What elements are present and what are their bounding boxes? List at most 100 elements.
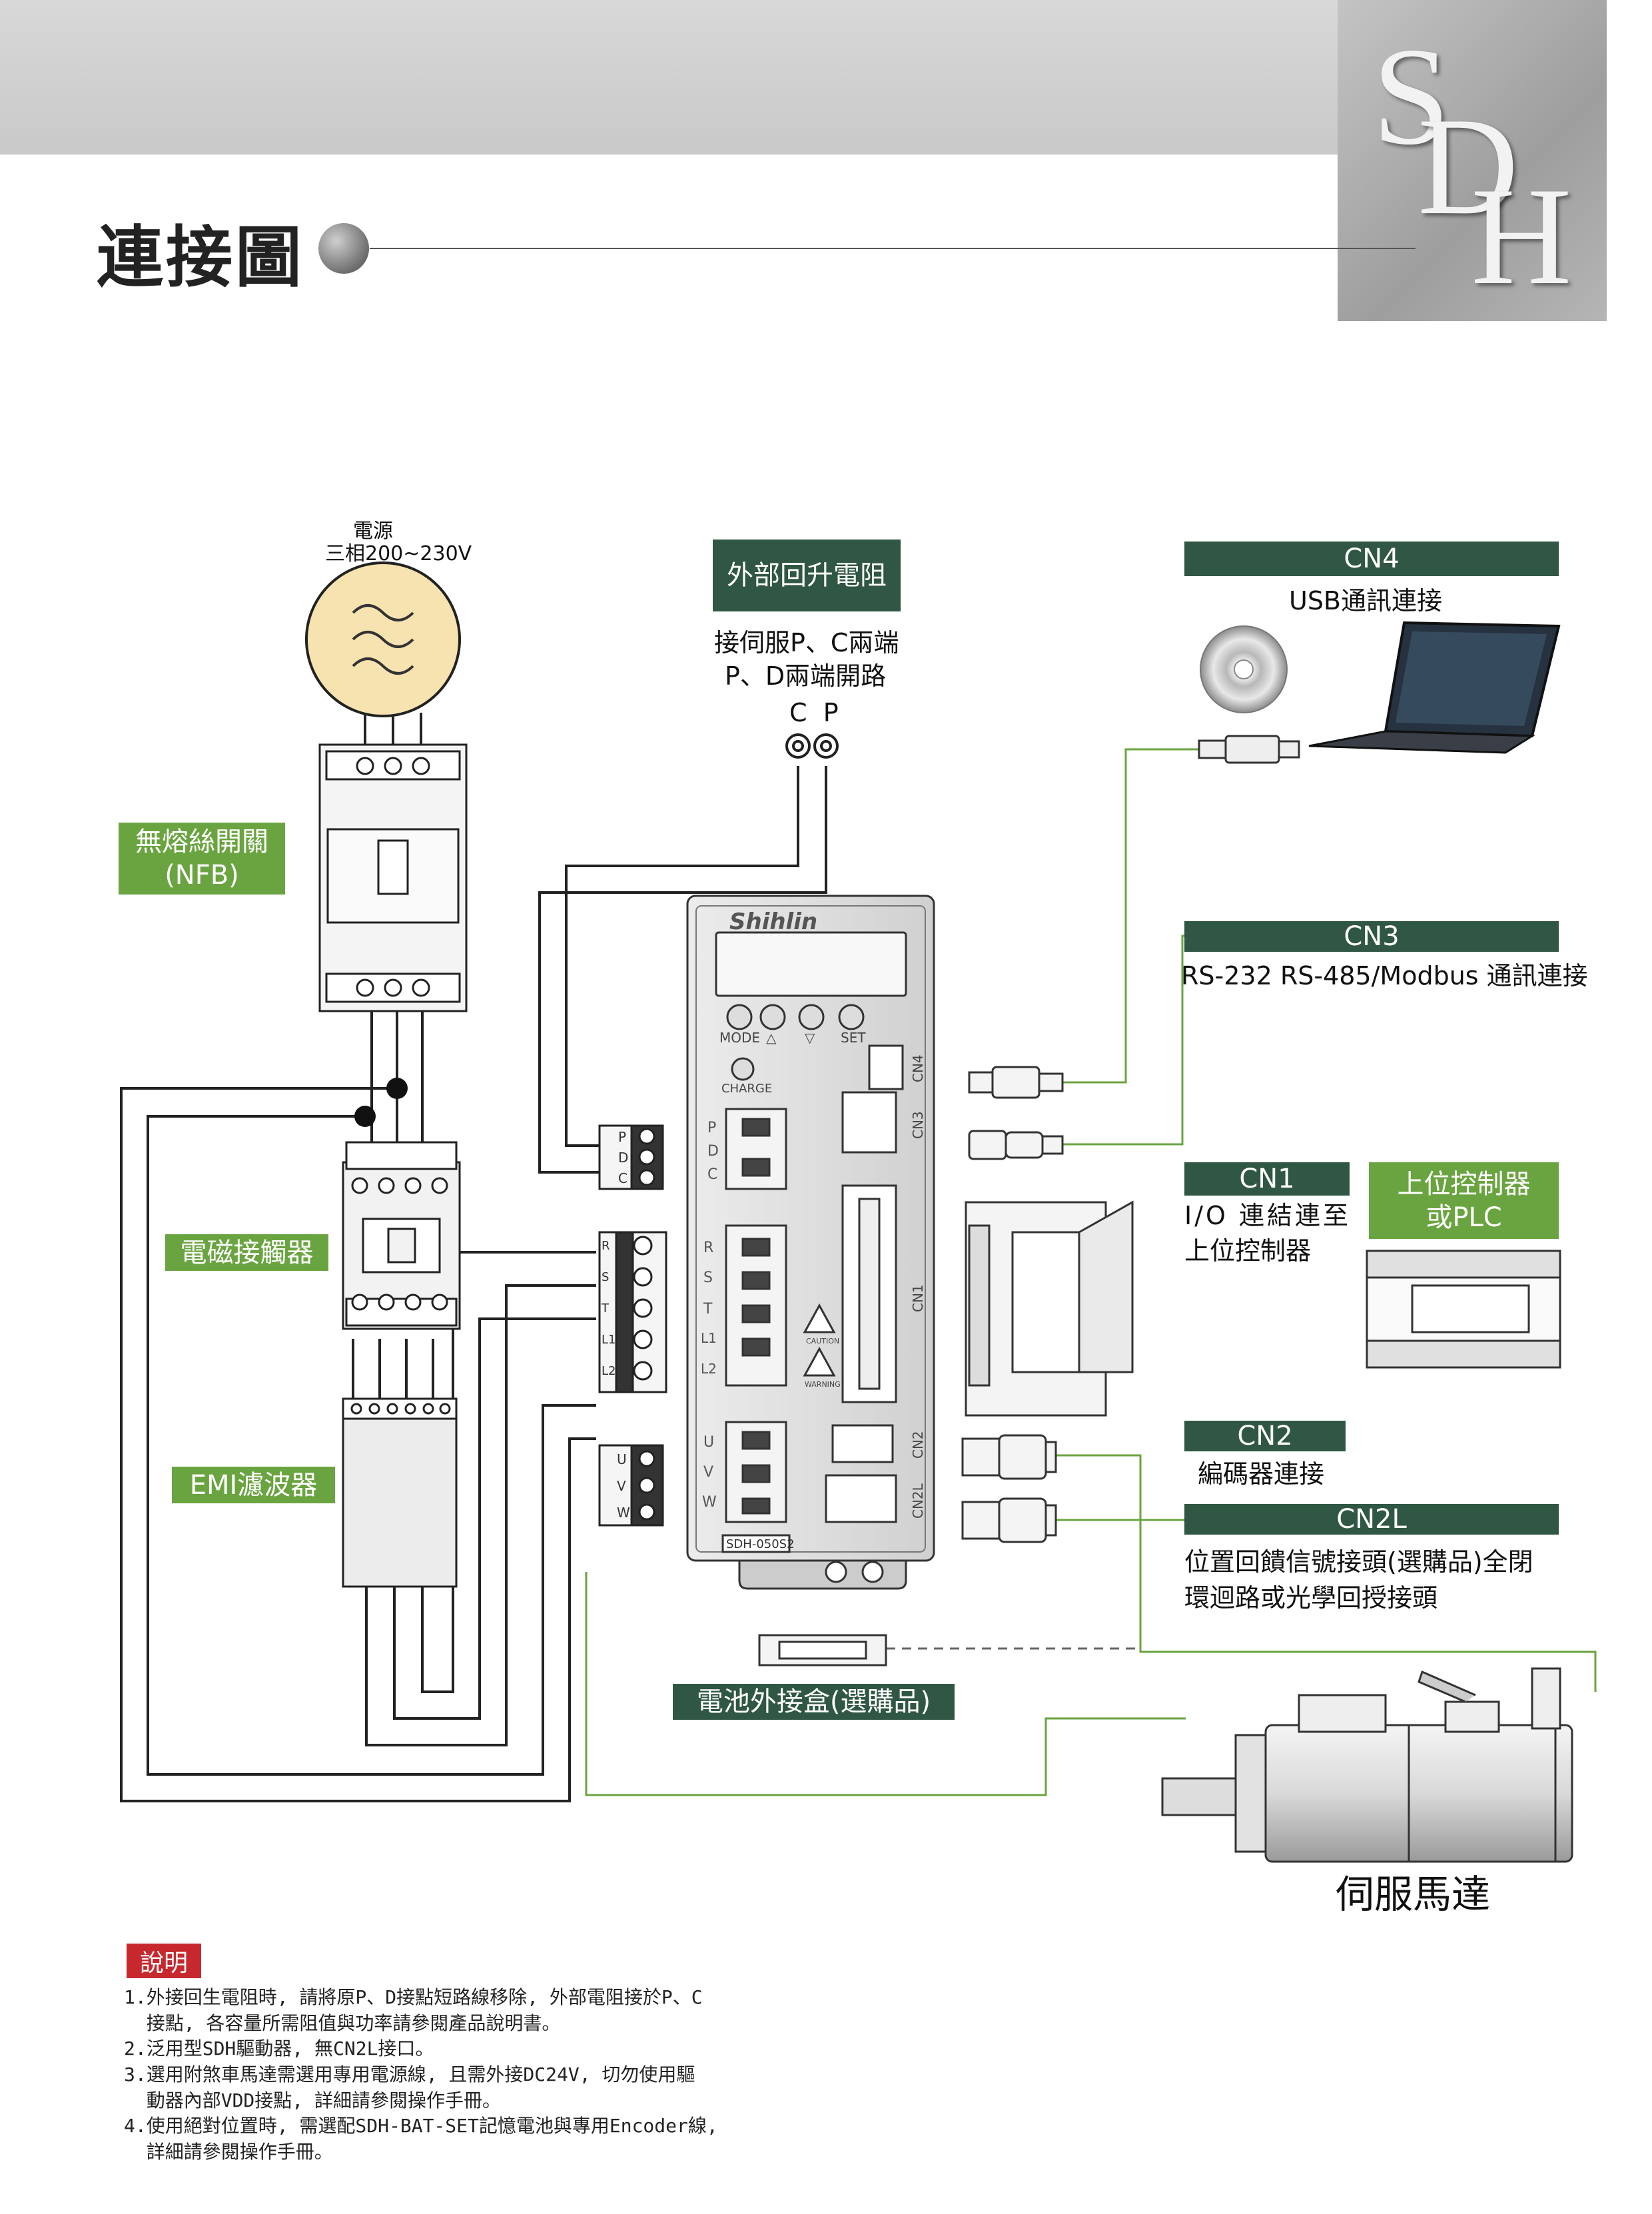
cn2-desc: 編碼器連接 — [1198, 1459, 1325, 1489]
battery-box-icon — [758, 1634, 887, 1666]
junction-dot — [386, 1078, 408, 1099]
rst-label-r: R — [602, 1239, 610, 1253]
wire-cn2-encoder — [1052, 1454, 1597, 1692]
drive-warning-label: WARNING — [805, 1380, 841, 1389]
cn1-desc-2: 上位控制器 — [1184, 1236, 1312, 1266]
servo-motor-icon — [1161, 1667, 1573, 1863]
uvw-label-w: W — [617, 1505, 630, 1521]
pdc-label-p: P — [618, 1129, 626, 1145]
uvw-terminal-block — [598, 1444, 664, 1527]
power-wiring — [120, 713, 827, 1802]
cn3-tag: CN3 — [1184, 921, 1559, 952]
drive-button-down: ▽ — [805, 1030, 815, 1046]
cn4-tag: CN4 — [1184, 542, 1559, 576]
drive-button-mode: MODE — [719, 1030, 760, 1046]
drive-port-cn3: CN3 — [910, 1111, 926, 1139]
rst-label-s: S — [602, 1270, 609, 1284]
wire-source-nfb — [364, 713, 422, 746]
wire-l2-loop — [147, 1115, 596, 1776]
wire-regen-p — [565, 766, 799, 1147]
uvw-label-u: U — [617, 1451, 627, 1467]
cn2-plug-icon — [961, 1434, 1057, 1480]
rst-label-t: T — [601, 1301, 610, 1315]
logo-letter-s: S — [1372, 19, 1450, 174]
servo-drive-icon — [686, 895, 935, 1590]
drive-button-up: △ — [766, 1030, 777, 1046]
drive-label-p: P — [707, 1120, 716, 1136]
cn2l-tag: CN2L — [1184, 1504, 1559, 1535]
power-spec: 三相200~230V — [325, 542, 472, 565]
regen-terminals-icon — [785, 733, 839, 759]
drive-label-l1: L1 — [701, 1330, 717, 1346]
plc-label-2: 或PLC — [1426, 1202, 1502, 1233]
nfb-icon — [318, 743, 468, 1012]
drive-label-s: S — [703, 1270, 713, 1286]
drive-label-u: U — [703, 1434, 714, 1451]
drive-port-cn2l: CN2L — [910, 1483, 926, 1519]
cn3-plug-icon — [968, 1130, 1064, 1160]
wire-cn4-usb — [1039, 748, 1199, 1084]
drive-port-cn2: CN2 — [910, 1431, 926, 1459]
cn1-connector-icon — [965, 1200, 1134, 1417]
wire-cn3 — [1042, 934, 1186, 1146]
drive-label-c: C — [707, 1166, 717, 1183]
cn2l-desc-2: 環迴路或光學回授接頭 — [1184, 1583, 1438, 1613]
logo-letter-d: D — [1418, 89, 1519, 244]
note-line: 2.泛用型SDH驅動器, 無CN2L接口。 — [124, 2037, 434, 2060]
pdc-label-c: C — [618, 1170, 627, 1186]
drive-button-set: SET — [841, 1030, 866, 1046]
note-line: 1.外接回生電阻時, 請將原P、D接點短路線移除, 外部電阻接於P、C — [124, 1986, 703, 2008]
drive-label-v: V — [703, 1464, 713, 1481]
drive-label-r: R — [703, 1240, 713, 1256]
emi-tag: EMI濾波器 — [172, 1467, 335, 1503]
page-title: 連接圖 — [97, 218, 304, 296]
contactor-tag: 電磁接觸器 — [165, 1234, 328, 1271]
drive-label-w: W — [702, 1494, 717, 1511]
nfb-label-2: (NFB) — [165, 860, 239, 891]
rst-label-l1: L1 — [602, 1333, 616, 1347]
note-line: 動器內部VDD接點, 詳細請參閱操作手冊。 — [124, 2089, 502, 2111]
header-bar — [0, 0, 1339, 155]
wire-contactor-emi — [352, 1339, 434, 1399]
cn2l-plug-icon — [961, 1497, 1057, 1543]
note-line: 4.使用絕對位置時, 需選配SDH-BAT-SET記憶電池與專用Encoder線… — [124, 2115, 718, 2137]
uvw-label-v: V — [617, 1478, 626, 1494]
wire-s — [393, 1317, 596, 1720]
junction-dot — [354, 1106, 376, 1127]
rst-terminal-block — [598, 1231, 667, 1393]
wire-l1-loop — [120, 1087, 596, 1802]
cn4-plug-icon — [968, 1066, 1064, 1099]
pdc-terminal-block — [598, 1124, 664, 1190]
contactor-icon — [342, 1141, 461, 1330]
drive-caution-label: CAUTION — [806, 1337, 839, 1345]
cn1-desc-1: I/O 連結連至 — [1184, 1201, 1351, 1230]
laptop-icon — [1308, 621, 1561, 754]
rst-label-l2: L2 — [602, 1364, 616, 1378]
wire-uvw-motor — [585, 1572, 1186, 1796]
note-line: 接點, 各容量所需阻值與功率請參閱產品說明書。 — [124, 2012, 561, 2034]
wire-t — [421, 1251, 596, 1693]
nfb-label-1: 無熔絲開關 — [135, 827, 268, 857]
drive-label-l2: L2 — [701, 1361, 717, 1377]
motor-label: 伺服馬達 — [1336, 1872, 1491, 1917]
usb-plug-icon — [1198, 735, 1300, 764]
note-line: 3.選用附煞車馬達需選用專用電源線, 且需外接DC24V, 切勿使用驅 — [124, 2063, 695, 2085]
plc-icon — [1366, 1250, 1561, 1369]
regen-desc-1: 接伺服P、C兩端 — [714, 628, 899, 657]
cn1-tag: CN1 — [1184, 1162, 1350, 1196]
drive-model: SDH-050S2 — [726, 1537, 795, 1551]
cn2-tag: CN2 — [1184, 1421, 1346, 1451]
wire-r — [365, 1284, 596, 1746]
pdc-label-d: D — [618, 1150, 628, 1166]
cn4-desc: USB通訊連接 — [1289, 586, 1443, 615]
regen-desc-2: P、D兩端開路 — [725, 661, 887, 691]
drive-label-t: T — [703, 1301, 713, 1317]
cd-icon — [1200, 625, 1288, 713]
logo-letter-h: H — [1471, 159, 1572, 314]
drive-charge-label: CHARGE — [721, 1082, 772, 1096]
emi-filter-icon — [342, 1397, 458, 1588]
plc-label-1: 上位控制器 — [1397, 1168, 1531, 1200]
power-source-icon — [305, 561, 461, 717]
regen-tag: 外部回升電阻 — [713, 540, 901, 611]
